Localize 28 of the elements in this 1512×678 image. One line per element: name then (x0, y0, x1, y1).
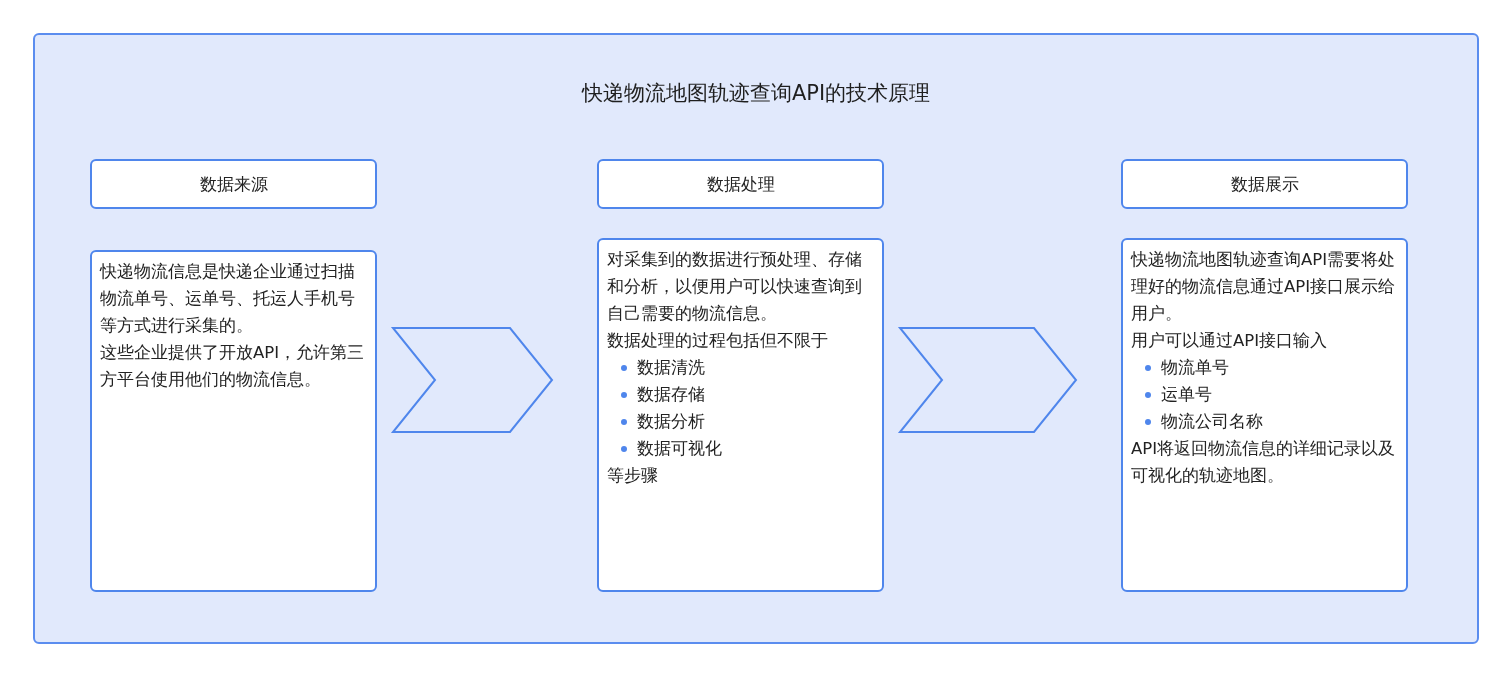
step-header-box (90, 159, 377, 209)
chevron-arrow (390, 327, 554, 433)
step-title: 数据处理 (706, 172, 775, 196)
step-header-box (597, 159, 884, 209)
chevron-arrow (897, 327, 1078, 433)
description-text: 用户可以通过API接口输入 (1131, 330, 1329, 352)
description-text: API将返回物流信息的详细记录以及可视化的轨迹地图。 (1131, 438, 1397, 487)
bullet-item: 数据存储 (607, 381, 874, 408)
step-title: 数据展示 (1230, 172, 1299, 196)
step-title: 数据来源 (199, 172, 268, 196)
bullet-item: 数据分析 (607, 408, 874, 435)
panel-background (33, 33, 1479, 644)
bullet-item: 数据可视化 (607, 435, 874, 462)
panel-heading: 快递物流地图轨迹查询API的技术原理 (580, 80, 932, 107)
bullet-item: 运单号 (1131, 381, 1398, 408)
description-box (1121, 238, 1408, 592)
description-text: 对采集到的数据进行预处理、存储和分析，以便用户可以快速查询到自己需要的物流信息。 (607, 249, 863, 325)
description-text: 数据处理的过程包括但不限于 (607, 330, 829, 352)
description-text: 快递物流地图轨迹查询API需要将处理好的物流信息通过API接口展示给用户。 (1131, 249, 1397, 325)
description-box (597, 238, 884, 592)
description-text: 等步骤 (607, 465, 659, 487)
description-text: 快递物流信息是快递企业通过扫描物流单号、运单号、托运人手机号等方式进行采集的。 (100, 261, 356, 337)
step-header-box (1121, 159, 1408, 209)
description-box (90, 250, 377, 592)
bullet-item: 数据清洗 (607, 354, 874, 381)
description-text: 这些企业提供了开放API，允许第三方平台使用他们的物流信息。 (100, 342, 366, 391)
bullet-item: 物流公司名称 (1131, 408, 1398, 435)
bullet-item: 物流单号 (1131, 354, 1398, 381)
